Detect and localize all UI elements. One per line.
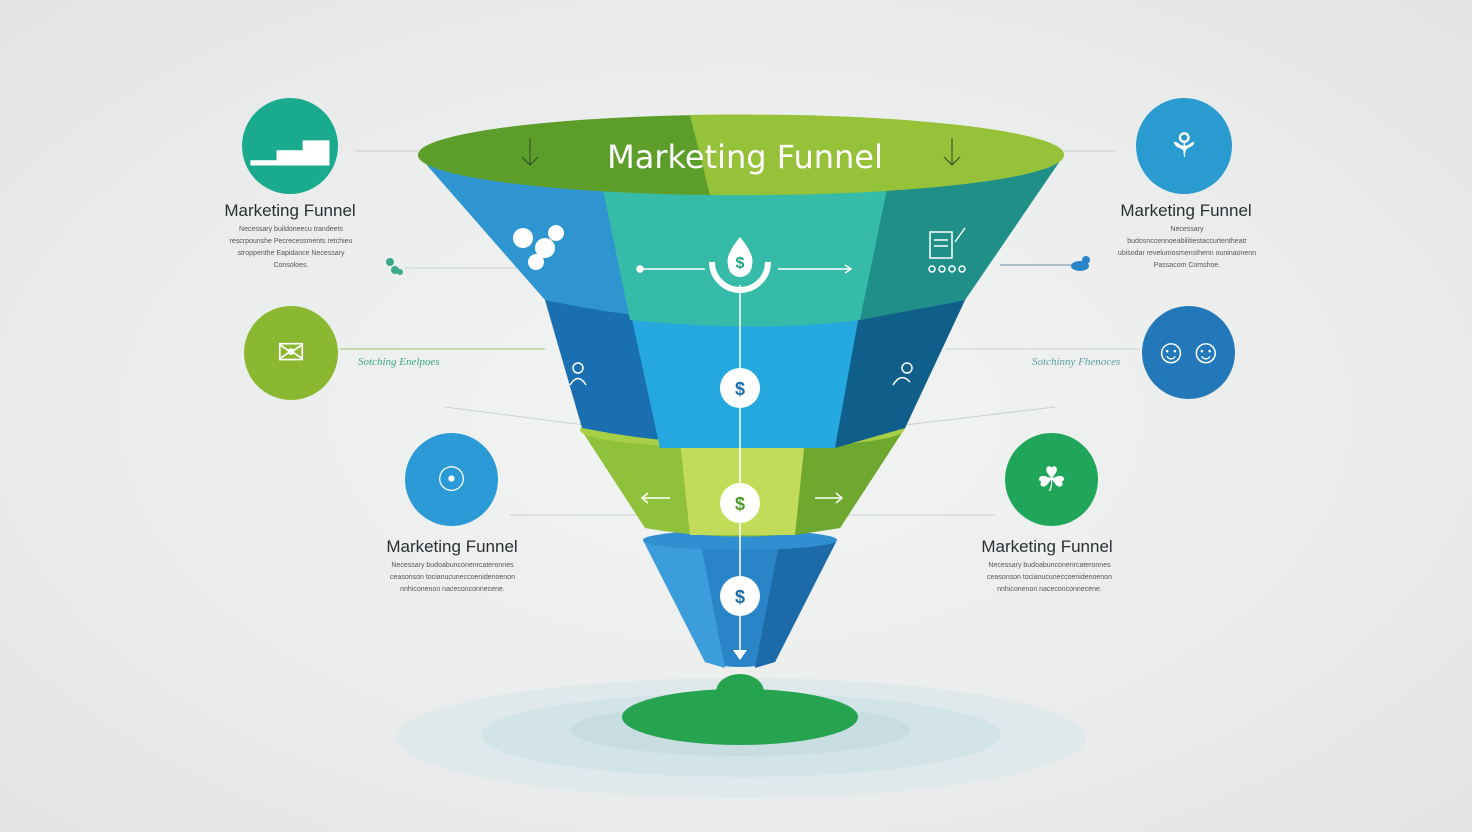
dollar-badge-2 xyxy=(720,368,760,408)
side-circle-1[interactable]: ✉ xyxy=(244,306,338,400)
plant-icon: ☘ xyxy=(1036,460,1067,499)
side-label-2: Sotchinny Fhenoces xyxy=(1032,356,1121,368)
person-icon-right xyxy=(892,362,913,386)
callout-desc-4: Necessary budoabunconenrcateronnes ceaso… xyxy=(987,562,1112,593)
funnel-drop xyxy=(716,674,764,710)
funnel-stage-1[interactable] xyxy=(417,114,1065,327)
callout-desc-2: Necessary budosnccennoeabilitiestaccurte… xyxy=(1117,226,1257,269)
document-cog-icon xyxy=(928,227,966,273)
stage-arrows xyxy=(521,138,961,504)
side-circle-2[interactable]: ☺☺ xyxy=(1142,306,1235,399)
recycle-icon xyxy=(386,258,403,275)
dollar-icon-2: $ xyxy=(735,379,745,399)
callout-title-4: Marketing Funnel xyxy=(981,537,1113,556)
side-label-1: Sotching Enelpoes xyxy=(358,356,440,368)
callout-circle-4[interactable]: ☘ xyxy=(1005,433,1098,526)
bar-chart-icon: ▁▃▅ xyxy=(250,127,330,165)
flow-arrow-icon xyxy=(733,650,747,660)
connector-lines xyxy=(340,150,1140,516)
callout-title-2: Marketing Funnel xyxy=(1120,201,1252,220)
base-platform xyxy=(622,689,858,745)
fish-icon xyxy=(1071,256,1090,271)
dollar-icon-1: $ xyxy=(736,255,745,272)
idea-network-icon: ⚘ xyxy=(1168,127,1200,165)
funnel-title: Marketing Funnel xyxy=(607,138,883,176)
dollar-icon-3: $ xyxy=(735,494,745,514)
callout-circle-1[interactable]: ▁▃▅ xyxy=(242,98,338,194)
message-cards-icon: ✉ xyxy=(276,334,306,372)
molecule-icon xyxy=(513,225,564,270)
callout-title-1: Marketing Funnel xyxy=(224,201,356,220)
callout-title-3: Marketing Funnel xyxy=(386,537,518,556)
callout-circle-3[interactable]: ☉ xyxy=(405,433,498,526)
team-icon: ☺☺ xyxy=(1153,333,1224,371)
dollar-badge-4 xyxy=(720,576,760,616)
callout-desc-3: Necessary budoabunconenrcateronnes ceaso… xyxy=(390,562,515,593)
person-icon-left xyxy=(569,362,587,386)
dollar-icon-4: $ xyxy=(735,587,745,607)
lightbulb-icon: ☉ xyxy=(436,460,467,499)
dollar-badge-3 xyxy=(720,483,760,523)
callout-desc-1: Necessary buildoneecu trandeets rescrpou… xyxy=(229,226,353,269)
dollar-drop-badge xyxy=(709,237,771,293)
callout-circle-2[interactable]: ⚘ xyxy=(1136,98,1232,194)
